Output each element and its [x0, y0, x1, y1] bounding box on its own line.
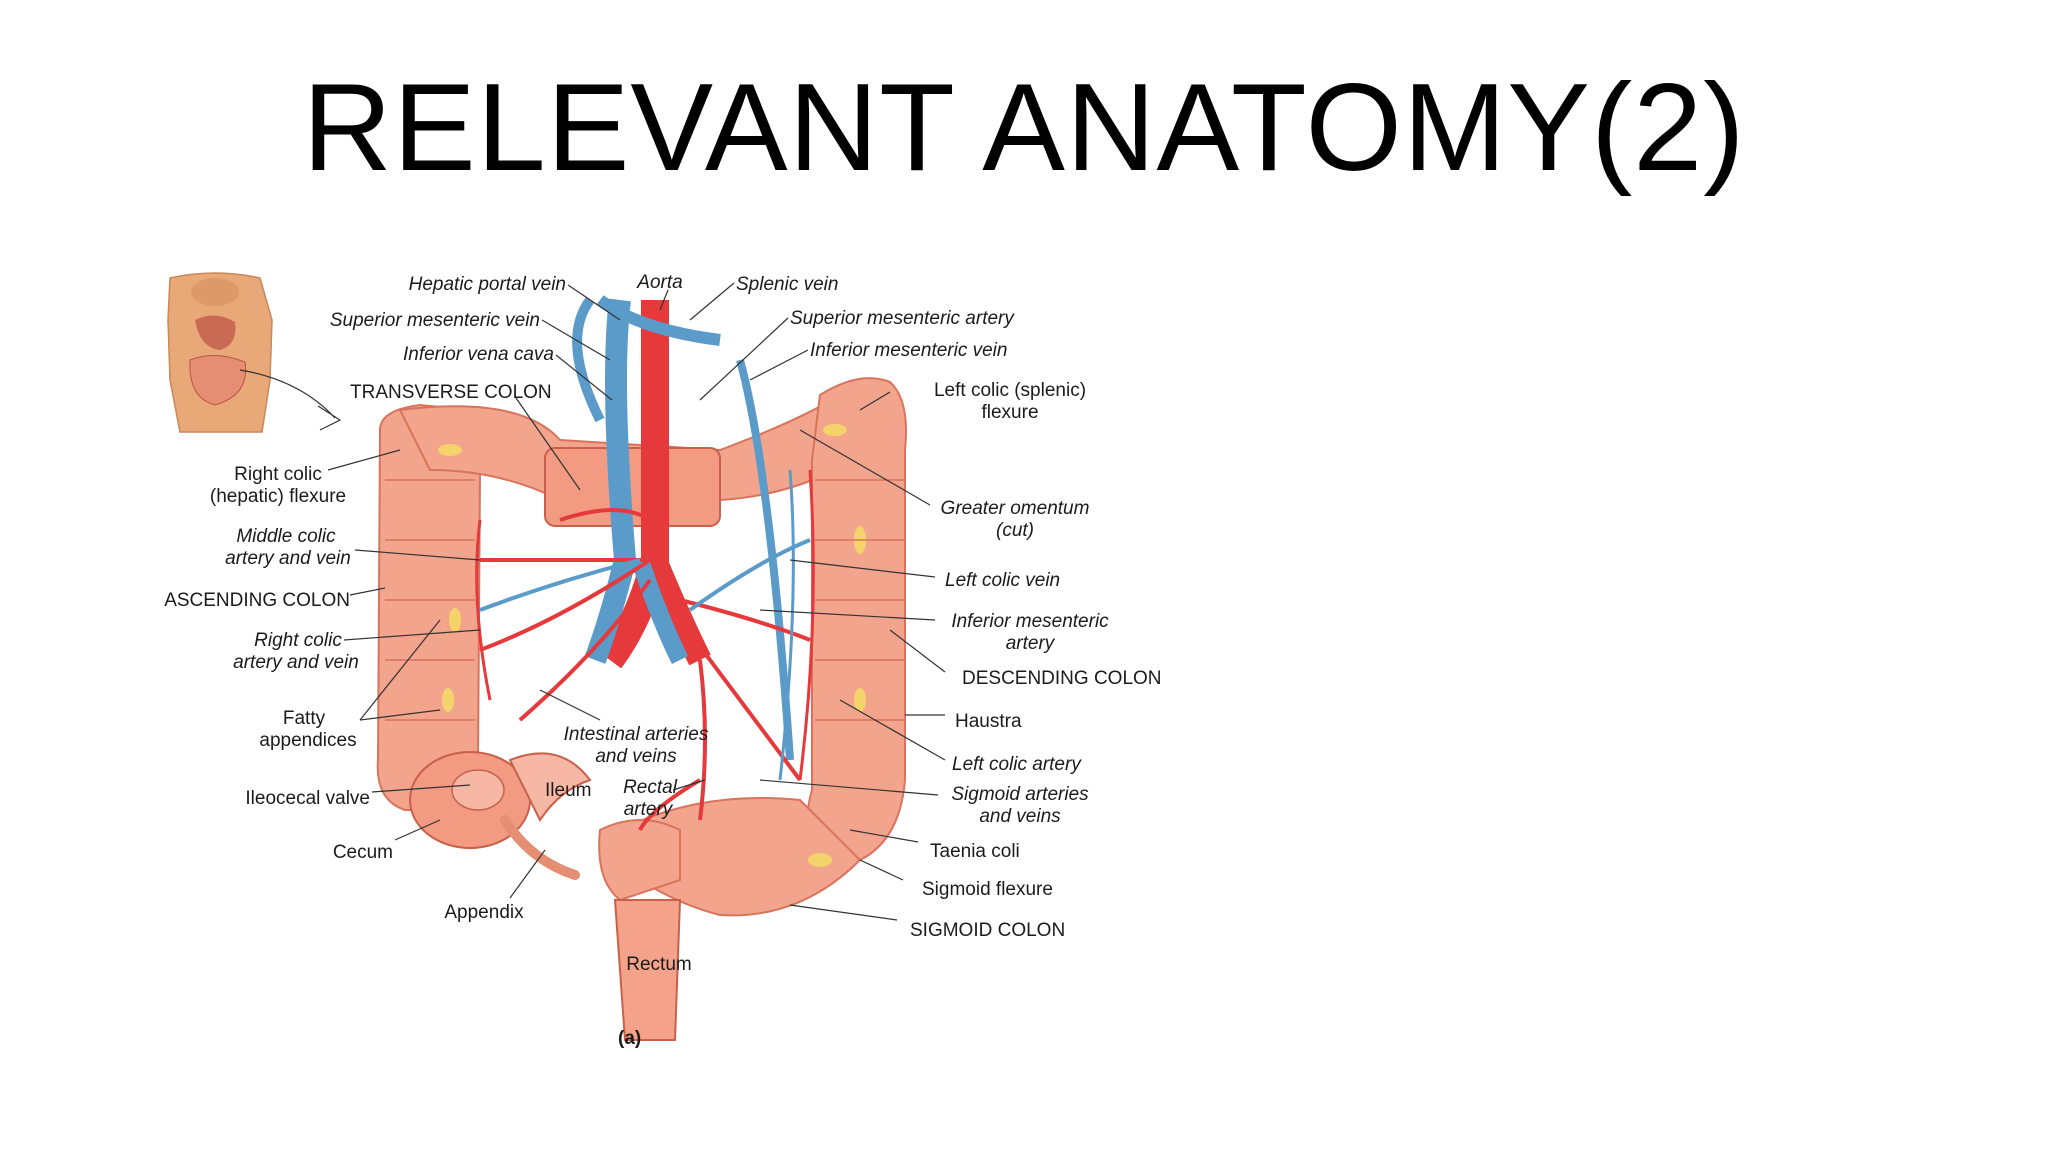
label-appendix: Appendix [444, 902, 524, 923]
figure-caption: (a) [618, 1028, 641, 1049]
label-sigmoid-flexure: Sigmoid flexure [922, 879, 1053, 900]
label-intestinal-vessels-2: and veins [595, 746, 677, 767]
label-ileum: Ileum [545, 780, 591, 801]
label-taenia-coli: Taenia coli [930, 841, 1020, 862]
label-intestinal-vessels: Intestinal arteries [564, 724, 709, 745]
label-inferior-vena-cava: Inferior vena cava [403, 344, 554, 365]
label-middle-colic-2: artery and vein [225, 548, 351, 569]
label-ascending-colon: ASCENDING COLON [164, 590, 350, 611]
colon-illustration [376, 377, 907, 1041]
label-sigmoid-arteries-2: and veins [979, 806, 1061, 827]
torso-inset-image [167, 272, 342, 433]
label-cecum: Cecum [333, 842, 393, 863]
label-right-colic-flexure-2: (hepatic) flexure [210, 486, 346, 507]
label-rectal-artery: Rectal [623, 777, 678, 798]
label-descending-colon: DESCENDING COLON [962, 668, 1162, 689]
diagram-labels: Hepatic portal vein Aorta Splenic vein S… [164, 272, 1161, 1049]
label-middle-colic: Middle colic [236, 526, 336, 547]
label-fatty-appendices: Fatty [283, 708, 326, 729]
label-inferior-mesenteric-artery: Inferior mesenteric [951, 611, 1109, 632]
leader-lines [327, 282, 946, 921]
label-ileocecal-valve: Ileocecal valve [245, 788, 370, 809]
blood-vessels [475, 295, 815, 831]
label-left-colic-flexure-2: flexure [981, 402, 1038, 423]
label-left-colic-flexure: Left colic (splenic) [934, 380, 1086, 401]
label-left-colic-vein: Left colic vein [945, 570, 1060, 591]
label-superior-mesenteric-artery: Superior mesenteric artery [790, 308, 1015, 329]
label-hepatic-portal-vein: Hepatic portal vein [409, 274, 566, 295]
label-left-colic-artery: Left colic artery [952, 754, 1082, 775]
label-right-colic-2: artery and vein [233, 652, 359, 673]
label-sigmoid-arteries: Sigmoid arteries [951, 784, 1089, 805]
label-aorta: Aorta [636, 272, 682, 293]
label-right-colic: Right colic [254, 630, 342, 651]
label-transverse-colon: TRANSVERSE COLON [350, 382, 552, 403]
slide-title: RELEVANT ANATOMY(2) [302, 59, 1746, 197]
label-rectal-artery-2: artery [624, 799, 674, 820]
label-sigmoid-colon: SIGMOID COLON [910, 920, 1065, 941]
label-inferior-mesenteric-artery-2: artery [1006, 633, 1056, 654]
label-superior-mesenteric-vein: Superior mesenteric vein [330, 310, 540, 331]
label-greater-omentum: Greater omentum [941, 498, 1090, 519]
label-right-colic-flexure: Right colic [234, 464, 322, 485]
label-splenic-vein: Splenic vein [736, 274, 838, 295]
label-inferior-mesenteric-vein: Inferior mesenteric vein [810, 340, 1007, 361]
label-greater-omentum-2: (cut) [996, 520, 1034, 541]
label-rectum: Rectum [626, 954, 691, 975]
label-haustra: Haustra [955, 711, 1022, 732]
label-fatty-appendices-2: appendices [259, 730, 356, 751]
